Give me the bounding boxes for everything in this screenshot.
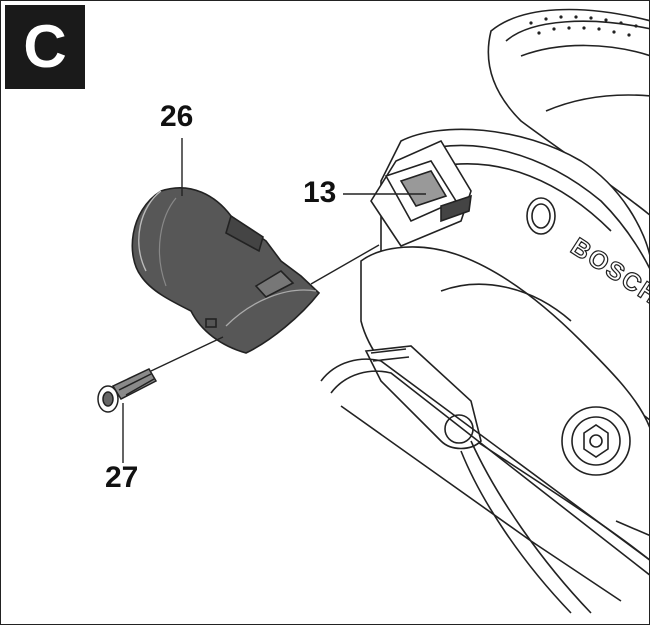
callout-13: 13	[303, 176, 337, 209]
suction-adapter	[131, 187, 321, 354]
callout-26: 26	[160, 100, 194, 133]
motor-housing	[360, 246, 649, 561]
leader-lines	[122, 138, 426, 463]
screw	[97, 368, 158, 413]
assembly-line-adapter	[310, 244, 380, 285]
callout-27: 27	[105, 461, 139, 494]
figure-badge: C	[5, 5, 85, 89]
base-plate	[320, 358, 649, 614]
assembly-line-screw	[150, 336, 224, 372]
grip-dots	[529, 15, 638, 37]
